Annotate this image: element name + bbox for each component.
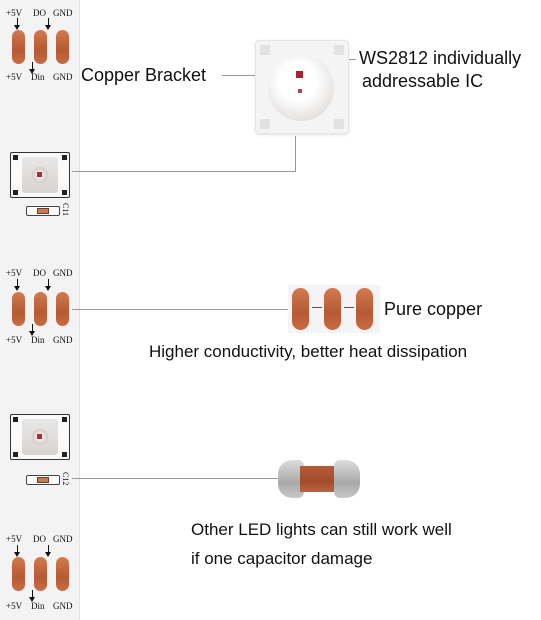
down-arrow-icon [14, 545, 20, 557]
led-housing [22, 157, 58, 193]
copper-pad [34, 292, 47, 326]
capacitor-c11 [26, 206, 60, 216]
callout-ic-line1: WS2812 individually [359, 48, 522, 68]
pad-separator [344, 307, 354, 308]
pad-separator [312, 307, 322, 308]
pin-label-din: Din [31, 601, 45, 611]
capacitor-terminal-left [278, 460, 304, 498]
down-arrow-icon [45, 279, 51, 291]
copper-pad [12, 557, 25, 591]
callout-capacitor-line1: Other LED lights can still work well [191, 520, 452, 539]
down-arrow-icon [14, 279, 20, 291]
led-housing [22, 419, 58, 455]
led-lens [32, 429, 48, 445]
pin-label-gnd: GND [53, 335, 73, 345]
callout-capacitor-line2: if one capacitor damage [191, 549, 373, 568]
callout-copper-bracket: Copper Bracket [81, 65, 207, 85]
pin-label-do: DO [33, 534, 46, 544]
capacitor-body-closeup [300, 466, 338, 492]
capacitor-label: C11 [61, 203, 70, 217]
led-pad [62, 417, 67, 422]
ic-corner [260, 45, 270, 55]
led-pad [13, 452, 18, 457]
pin-label-din: Din [31, 72, 45, 82]
capacitor-terminal-right [334, 460, 360, 498]
led-die [37, 172, 42, 177]
leader-line-copper-bracket [222, 75, 258, 76]
pin-label-5v: +5V [6, 335, 23, 345]
capacitor-body [37, 477, 49, 483]
led-pad [62, 190, 67, 195]
led-lens [32, 167, 48, 183]
callout-ic-line2: addressable IC [362, 71, 484, 91]
copper-pad-large [356, 288, 373, 330]
callout-pure-copper: Pure copper [384, 299, 483, 319]
led-pad [13, 417, 18, 422]
copper-pad [12, 292, 25, 326]
copper-pad [12, 30, 25, 64]
capacitor-label: C12 [61, 472, 70, 486]
copper-pad-large [324, 288, 341, 330]
copper-pad [56, 557, 69, 591]
pin-label-gnd: GND [53, 8, 73, 18]
copper-pad-large [292, 288, 309, 330]
ic-corner [334, 45, 344, 55]
down-arrow-icon [29, 62, 35, 74]
capacitor-closeup [278, 460, 360, 498]
solder-pad-group-bottom: +5V DO GND +5V Din GND [0, 530, 79, 620]
pin-label-5v: +5V [6, 601, 23, 611]
ic-die-lower [298, 89, 302, 93]
copper-pads-closeup [288, 285, 380, 333]
down-arrow-icon [29, 324, 35, 336]
copper-pad [56, 30, 69, 64]
pin-label-5v: +5V [6, 72, 23, 82]
capacitor-c12 [26, 475, 60, 485]
pin-label-5v: +5V [6, 534, 23, 544]
pin-label-gnd: GND [53, 534, 73, 544]
pin-label-5v: +5V [6, 268, 23, 278]
down-arrow-icon [45, 18, 51, 30]
pin-label-5v: +5V [6, 8, 23, 18]
ic-corner [260, 119, 270, 129]
capacitor-body [37, 208, 49, 214]
ic-die [296, 71, 303, 78]
down-arrow-icon [29, 590, 35, 602]
led-pad [62, 452, 67, 457]
leader-line-capacitor [72, 478, 278, 479]
pin-label-gnd: GND [53, 601, 73, 611]
pin-label-gnd: GND [53, 72, 73, 82]
led-pad [62, 155, 67, 160]
leader-line-led-vertical [295, 136, 296, 172]
ws2812-ic-closeup [255, 40, 349, 134]
pin-label-do: DO [33, 268, 46, 278]
led-chip [10, 414, 70, 460]
solder-pad-group-top: +5V DO GND +5V Din GND [0, 0, 79, 90]
pin-label-gnd: GND [53, 268, 73, 278]
led-pad [13, 190, 18, 195]
leader-line-pads [72, 309, 288, 310]
led-chip [10, 152, 70, 198]
ic-lens [268, 55, 334, 121]
down-arrow-icon [14, 18, 20, 30]
copper-pad [34, 30, 47, 64]
leader-line-led-horizontal [72, 171, 296, 172]
pin-label-do: DO [33, 8, 46, 18]
copper-pad [56, 292, 69, 326]
ic-corner [334, 119, 344, 129]
copper-pad [34, 557, 47, 591]
solder-pad-group-middle: +5V DO GND +5V Din GND [0, 264, 79, 354]
callout-conductivity: Higher conductivity, better heat dissipa… [149, 342, 468, 361]
led-pad [13, 155, 18, 160]
down-arrow-icon [45, 545, 51, 557]
led-die [37, 434, 42, 439]
pin-label-din: Din [31, 335, 45, 345]
